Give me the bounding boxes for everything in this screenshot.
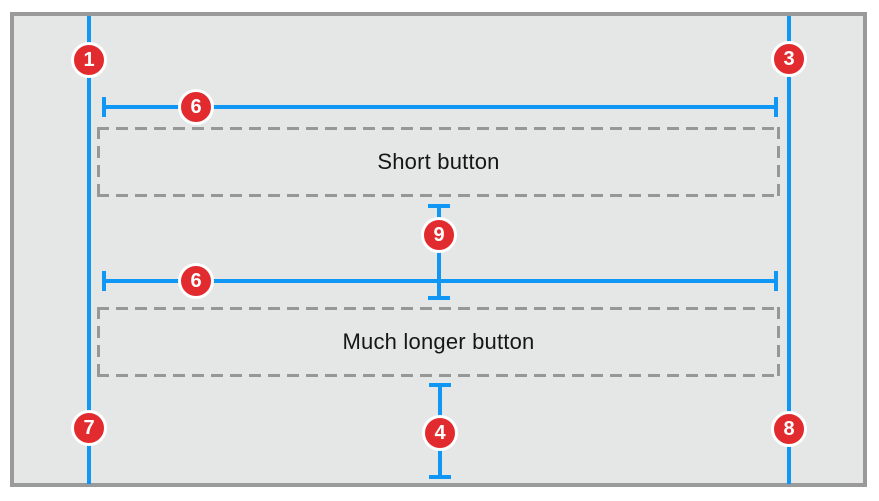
constraint-badge-8: 8 [771,411,807,447]
constraint-badge-1: 1 [71,42,107,78]
constraint-badge-3: 3 [771,41,807,77]
short-button-label: Short button [377,149,500,174]
trailing-margin-guide-line [787,16,791,484]
constraint-badge-4: 4 [422,415,458,451]
measure-endcap-left [102,271,106,291]
measure-endcap-left [102,97,106,117]
much-longer-button-placeholder[interactable]: Much longer button [97,307,780,377]
measure-line [102,279,778,283]
leading-margin-guide-line [87,16,91,484]
constraint-badge-7: 7 [71,410,107,446]
constraint-badge-9: 9 [421,217,457,253]
constraint-badge-6-bottom: 6 [178,263,214,299]
measure-line [102,105,778,109]
measure-endcap-right [774,97,778,117]
constraint-badge-6-top: 6 [178,89,214,125]
measure-endcap-bottom [429,475,451,479]
measure-endcap-bottom [428,296,450,300]
short-button-placeholder[interactable]: Short button [97,127,780,197]
horizontal-measure-bottom [102,271,778,291]
much-longer-button-label: Much longer button [342,329,535,354]
measure-endcap-right [774,271,778,291]
horizontal-measure-top [102,97,778,117]
